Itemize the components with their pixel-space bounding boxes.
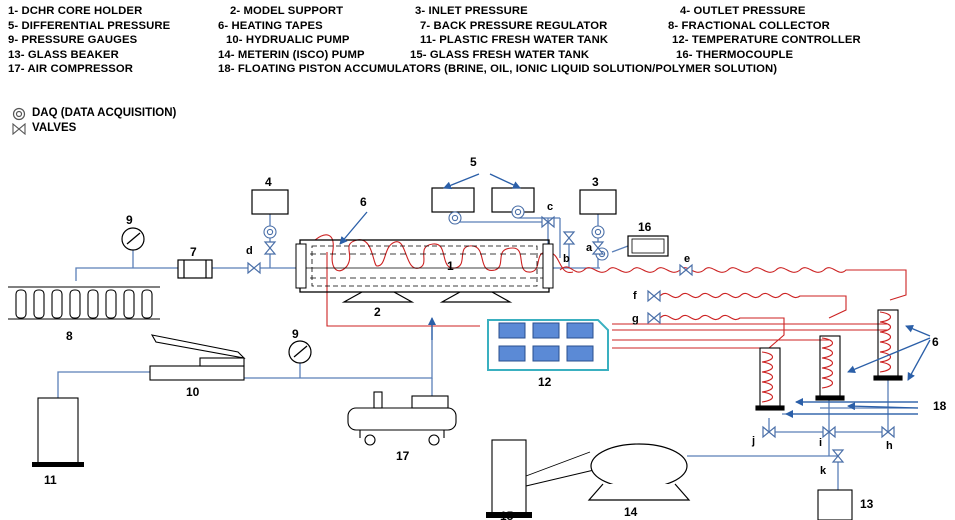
legend-item: 11- PLASTIC FRESH WATER TANK <box>420 34 609 46</box>
glass-beaker <box>817 489 853 520</box>
symbol-key: DAQ (DATA ACQUISITION) VALVES <box>12 106 176 136</box>
label-6b: 6 <box>932 335 939 349</box>
valve-b-icon[interactable] <box>563 231 575 245</box>
label-15: 15 <box>500 509 514 520</box>
temperature-controller <box>487 319 609 371</box>
valve-letter-i: i <box>819 437 822 449</box>
legend-item: 14- METERIN (ISCO) PUMP <box>218 48 365 61</box>
valve-letter-e: e <box>684 253 690 265</box>
valve-key: VALVES <box>12 121 176 136</box>
valve-letter-j: j <box>751 435 755 447</box>
legend-item: 9- PRESSURE GAUGES <box>8 34 138 46</box>
valve-icon <box>12 122 26 135</box>
core-holder <box>295 239 554 293</box>
differential-pressure-box-1 <box>431 187 475 213</box>
valve-letter-g: g <box>632 313 639 325</box>
valve-key-label: VALVES <box>32 122 77 134</box>
fractional-collector <box>8 286 160 320</box>
label-9b: 9 <box>292 327 299 341</box>
glass-fresh-water-tank <box>486 439 595 518</box>
label-5: 5 <box>470 155 477 169</box>
legend-item: 3- INLET PRESSURE <box>415 5 528 17</box>
model-support <box>341 291 513 303</box>
heating-tape <box>314 234 907 403</box>
label-12: 12 <box>538 375 552 389</box>
valve-letter-h: h <box>886 440 893 452</box>
valve-letter-b: b <box>563 253 570 265</box>
daq-key: DAQ (DATA ACQUISITION) <box>12 106 176 121</box>
label-9a: 9 <box>126 213 133 227</box>
label-17: 17 <box>396 449 410 463</box>
valve-e-icon[interactable] <box>679 264 693 276</box>
legend-item: 12- TEMPERATURE CONTROLLER <box>672 34 861 46</box>
valve-letter-f: f <box>633 290 637 302</box>
label-11: 11 <box>44 473 57 487</box>
label-2: 2 <box>374 305 381 319</box>
label-13: 13 <box>860 497 874 511</box>
daq-key-label: DAQ (DATA ACQUISITION) <box>32 107 177 119</box>
legend-item: 1- DCHR CORE HOLDER <box>8 5 143 17</box>
legend-item: 4- OUTLET PRESSURE <box>680 5 806 17</box>
thermocouple-box <box>627 235 669 257</box>
label-8: 8 <box>66 329 73 343</box>
valve-g-icon[interactable] <box>647 312 661 324</box>
daq-dp-2-icon <box>511 205 525 219</box>
label-14: 14 <box>624 505 638 519</box>
legend-item: 10- HYDRUALIC PUMP <box>226 34 350 46</box>
valve-d2-icon[interactable] <box>247 262 261 274</box>
label-18: 18 <box>933 399 947 413</box>
legend-item: 15- GLASS FRESH WATER TANK <box>410 48 590 61</box>
outlet-pressure-box <box>251 189 289 215</box>
label-16: 16 <box>638 220 652 234</box>
back-pressure-regulator <box>177 259 213 279</box>
inlet-pressure-box <box>579 189 617 215</box>
legend-item: 17- AIR COMPRESSOR <box>8 63 134 75</box>
isco-pump <box>587 443 691 501</box>
legend-item: 16- THERMOCOUPLE <box>676 48 794 61</box>
label-4: 4 <box>265 175 272 189</box>
legend-item: 13- GLASS BEAKER <box>8 48 119 61</box>
legend-item: 5- DIFFERENTIAL PRESSURE <box>8 19 171 32</box>
floating-piston-accumulators <box>755 309 903 411</box>
legend-item: 18- FLOATING PISTON ACCUMULATORS (BRINE,… <box>218 63 778 75</box>
daq-inlet-icon <box>591 225 605 239</box>
daq-icon <box>12 107 26 120</box>
daq-outlet-icon <box>263 225 277 239</box>
label-10: 10 <box>186 385 200 399</box>
indicator-arrows <box>339 173 931 418</box>
daq-dp-1-icon <box>448 211 462 225</box>
label-3: 3 <box>592 175 599 189</box>
pressure-gauge-bottom <box>288 340 312 364</box>
valve-d-icon[interactable] <box>264 241 276 255</box>
label-7: 7 <box>190 245 197 259</box>
valve-f-icon[interactable] <box>647 290 661 302</box>
legend-item: 6- HEATING TAPES <box>218 19 323 32</box>
valve-letter-a: a <box>586 242 593 254</box>
pressure-gauge-top <box>121 227 145 251</box>
label-6a: 6 <box>360 195 367 209</box>
legend-item: 2- MODEL SUPPORT <box>230 5 344 17</box>
legend-item: 8- FRACTIONAL COLLECTOR <box>668 19 830 32</box>
valve-letter-d: d <box>246 245 253 257</box>
legend-item: 7- BACK PRESSURE REGULATOR <box>420 19 608 32</box>
plastic-fresh-water-tank <box>32 397 84 467</box>
valve-letter-c: c <box>547 201 553 213</box>
hydraulic-pump <box>149 334 246 381</box>
label-1: 1 <box>447 259 454 273</box>
air-compressor <box>347 391 457 446</box>
valve-letter-k: k <box>820 465 827 477</box>
